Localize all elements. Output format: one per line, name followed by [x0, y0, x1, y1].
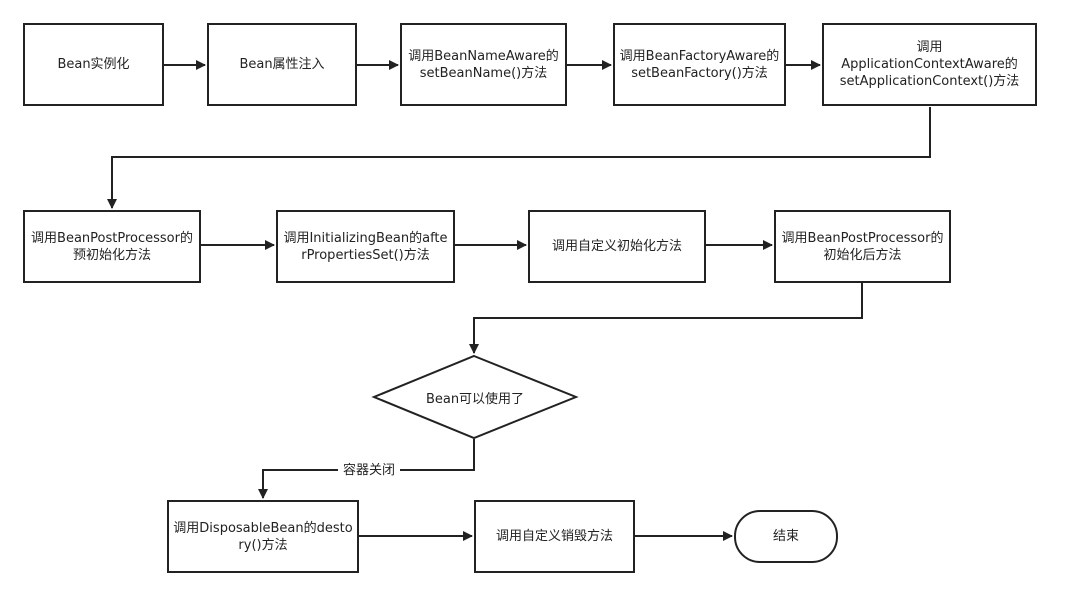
node-label: 调用自定义初始化方法 — [551, 239, 682, 254]
node-bean-factory-aware: 调用BeanFactoryAware的setBeanFactory()方法 — [613, 23, 786, 106]
node-application-context-aware: 调用 ApplicationContextAware的 setApplicati… — [822, 23, 1037, 106]
edge-n9-decision — [469, 283, 863, 354]
decision-diamond — [371, 354, 579, 440]
node-label: 结束 — [772, 529, 799, 544]
node-label: 调用BeanPostProcessor的初始化后方法 — [781, 230, 944, 263]
node-disposable-bean: 调用DisposableBean的destory()方法 — [167, 500, 359, 573]
node-end: 结束 — [734, 510, 838, 563]
node-initializing-bean: 调用InitializingBean的afterPropertiesSet()方… — [276, 210, 455, 283]
node-label: 调用BeanNameAware的setBeanName()方法 — [408, 48, 559, 81]
edge-label-container-close: 容器关闭 — [338, 462, 400, 480]
decision-label: Bean可以使用了 — [425, 391, 525, 407]
node-label: Bean实例化 — [57, 57, 130, 72]
node-label: 调用DisposableBean的destory()方法 — [173, 520, 353, 553]
node-label-line: ApplicationContextAware的 — [841, 57, 1018, 72]
node-post-processor-after-init: 调用BeanPostProcessor的初始化后方法 — [774, 210, 951, 283]
node-bean-instantiation: Bean实例化 — [23, 23, 164, 106]
node-label-line: setApplicationContext()方法 — [839, 74, 1020, 89]
node-property-injection: Bean属性注入 — [207, 23, 357, 106]
node-post-processor-before-init: 调用BeanPostProcessor的预初始化方法 — [23, 210, 201, 283]
node-custom-destroy: 调用自定义销毁方法 — [474, 500, 635, 573]
node-label: Bean属性注入 — [239, 57, 325, 72]
node-label-line: 调用 — [916, 40, 943, 55]
node-label: 调用BeanFactoryAware的setBeanFactory()方法 — [619, 48, 780, 81]
node-label: 调用自定义销毁方法 — [495, 529, 613, 544]
node-custom-init: 调用自定义初始化方法 — [528, 210, 706, 283]
node-label: 调用InitializingBean的afterPropertiesSet()方… — [283, 230, 448, 263]
edge-n5-n6 — [107, 107, 931, 209]
node-bean-name-aware: 调用BeanNameAware的setBeanName()方法 — [400, 23, 567, 106]
node-label: 调用BeanPostProcessor的预初始化方法 — [31, 230, 193, 263]
